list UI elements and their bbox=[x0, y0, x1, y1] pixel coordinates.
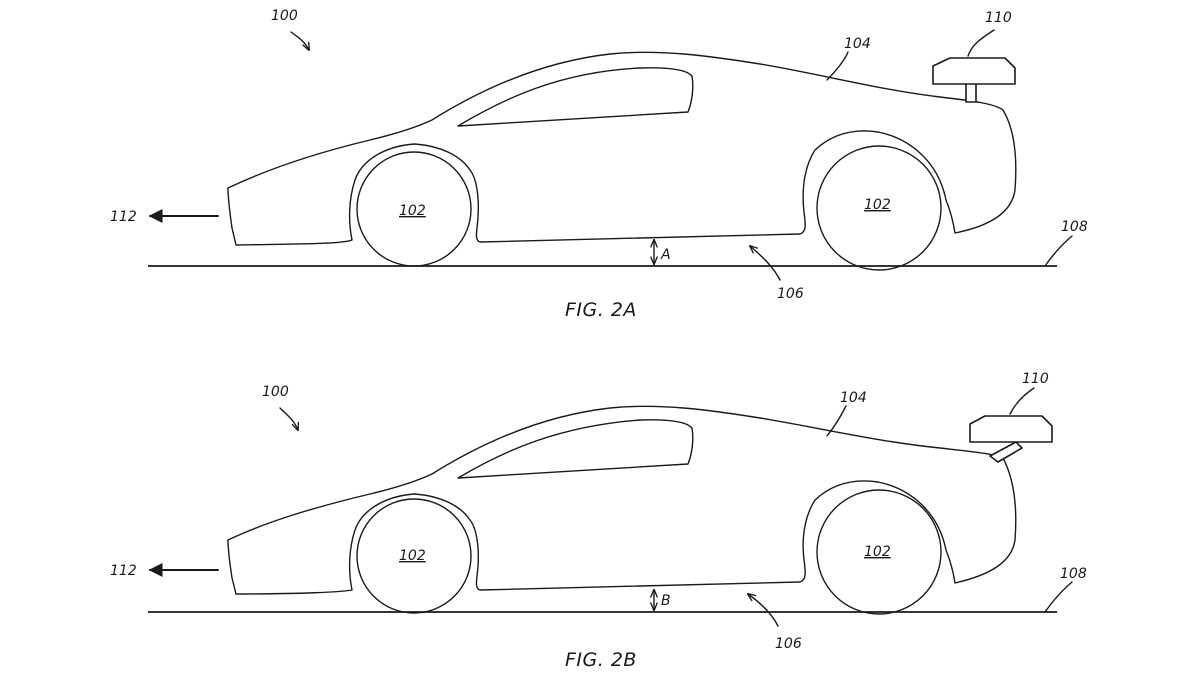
wing-strut bbox=[989, 441, 1023, 463]
label-112: 112 bbox=[110, 563, 137, 579]
rear-wing bbox=[932, 57, 1016, 85]
ground-leader bbox=[1044, 235, 1073, 267]
label-clearance-b: B bbox=[661, 593, 671, 609]
label-clearance-a: A bbox=[660, 247, 671, 263]
leader-110 bbox=[1009, 387, 1035, 415]
label-102-front: 102 bbox=[399, 203, 426, 219]
leader-106 bbox=[748, 594, 779, 627]
leader-110 bbox=[967, 29, 995, 57]
label-110: 110 bbox=[1022, 371, 1049, 387]
side-window bbox=[457, 67, 694, 127]
caption-fig-2b: FIG. 2B bbox=[565, 649, 637, 671]
rear-wheel bbox=[816, 145, 942, 271]
figure-2b: 100 104 110 108 112 106 B 102 102 FIG. 2… bbox=[110, 371, 1087, 671]
label-100: 100 bbox=[271, 8, 298, 24]
car-body-outline bbox=[227, 51, 1017, 246]
rear-wing bbox=[969, 415, 1053, 443]
figure-2a: 100 104 110 108 112 106 A 102 102 FIG. 2… bbox=[110, 8, 1088, 321]
car-body-outline bbox=[227, 405, 1017, 595]
label-102-rear: 102 bbox=[864, 544, 891, 560]
label-102-rear: 102 bbox=[864, 197, 891, 213]
caption-fig-2a: FIG. 2A bbox=[565, 299, 637, 321]
label-106: 106 bbox=[777, 286, 804, 302]
front-wheel bbox=[356, 498, 472, 614]
label-108: 108 bbox=[1061, 219, 1088, 235]
leader-100 bbox=[290, 31, 309, 50]
label-104: 104 bbox=[840, 390, 867, 406]
label-102-front: 102 bbox=[399, 548, 426, 564]
side-window bbox=[457, 419, 694, 479]
label-110: 110 bbox=[985, 10, 1012, 26]
label-104: 104 bbox=[844, 36, 871, 52]
leader-104 bbox=[826, 405, 847, 437]
label-106: 106 bbox=[775, 636, 802, 652]
front-wheel bbox=[356, 151, 472, 267]
leader-100 bbox=[279, 407, 298, 430]
rear-wheel bbox=[816, 489, 942, 615]
label-108: 108 bbox=[1060, 566, 1087, 582]
label-112: 112 bbox=[110, 209, 137, 225]
ground-leader bbox=[1044, 581, 1073, 613]
leader-106 bbox=[750, 246, 781, 281]
label-100: 100 bbox=[262, 384, 289, 400]
wing-strut bbox=[965, 81, 977, 103]
leader-104 bbox=[826, 51, 849, 81]
